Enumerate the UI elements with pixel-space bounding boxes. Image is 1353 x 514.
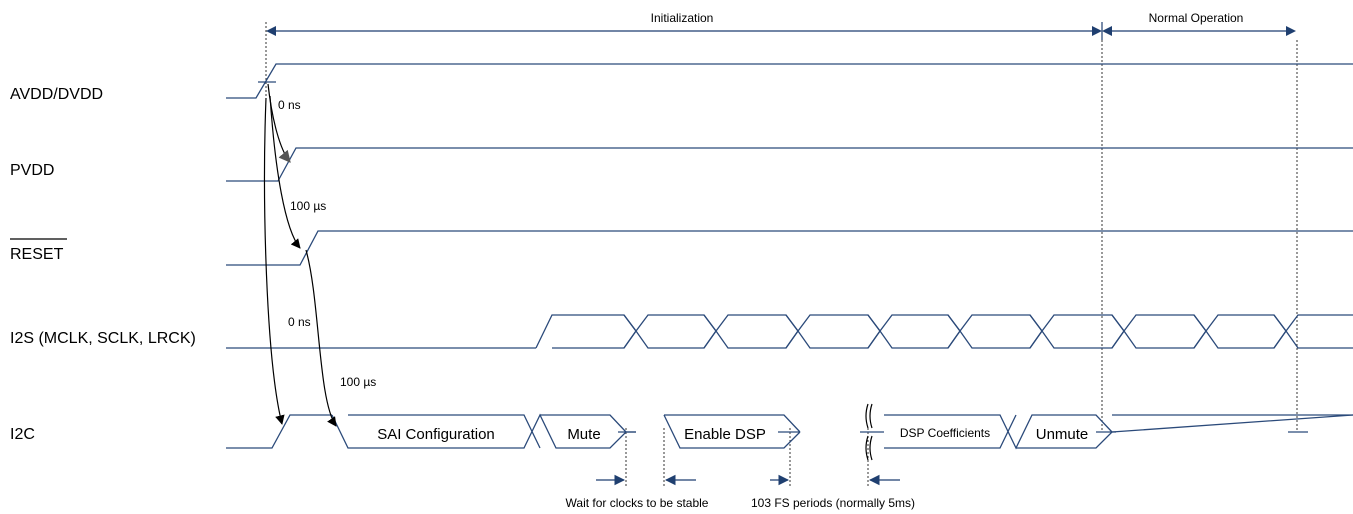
normal-operation-label: Normal Operation — [1149, 11, 1244, 25]
signal-label-pvdd: PVDD — [10, 162, 54, 179]
delay-label-pvdd-to-reset: 100 µs — [290, 199, 326, 213]
i2c-idle-rise — [226, 414, 332, 449]
dep-arrow-reset-to-i2c — [305, 249, 337, 427]
dep-arrow-avdd-to-pvdd — [267, 83, 291, 163]
i2c-waveform — [226, 403, 1353, 461]
i2s-waveform — [226, 314, 1353, 349]
avdd-dvdd-waveform — [226, 63, 1353, 99]
i2c-bus-edge — [348, 414, 541, 449]
i2s-cycle — [1273, 314, 1353, 349]
dep-arrow-pvdd-to-reset — [269, 95, 301, 249]
i2c-label-sai-config: SAI Configuration — [377, 426, 495, 443]
time-markers — [265, 22, 1298, 486]
delay-label-reset-to-i2c: 100 µs — [340, 375, 376, 389]
signal-label-reset: RESET — [10, 246, 64, 263]
i2c-label-dsp-coefficients: DSP Coefficients — [900, 426, 990, 440]
i2c-bus-low — [331, 413, 636, 449]
arrowhead-right — [1092, 26, 1102, 36]
signal-label-i2s: I2S (MCLK, SCLK, LRCK) — [10, 330, 196, 347]
i2c-mute-top — [540, 414, 627, 433]
arrowhead-left — [266, 26, 276, 36]
delay-label-avdd-to-i2c: 0 ns — [288, 315, 311, 329]
note-wait-clocks: Wait for clocks to be stable — [566, 496, 709, 510]
i2s-cycle — [1029, 314, 1125, 349]
arrowhead-right — [1286, 26, 1296, 36]
signal-label-i2c: I2C — [10, 426, 35, 443]
i2c-dsp-coeff-top — [884, 414, 1113, 450]
i2s-cycle — [1111, 314, 1207, 349]
i2c-enable-dsp-box — [663, 414, 801, 449]
note-fs-periods: 103 FS periods (normally 5ms) — [751, 496, 915, 510]
phase-bar: Initialization Normal Operation — [266, 11, 1296, 40]
i2s-cycle — [623, 314, 717, 349]
dep-arrow-avdd-to-i2c — [263, 97, 285, 425]
arrowhead-left — [1102, 26, 1112, 36]
time-break-icon — [865, 403, 873, 461]
i2s-cycle — [535, 314, 637, 349]
i2s-cycle — [867, 314, 961, 349]
initialization-label: Initialization — [651, 11, 714, 25]
i2c-label-mute: Mute — [567, 426, 600, 443]
delay-label-avdd-to-pvdd: 0 ns — [278, 98, 301, 112]
i2s-cycle — [1193, 314, 1287, 349]
i2s-cycle — [703, 314, 799, 349]
i2c-label-unmute: Unmute — [1036, 426, 1089, 443]
i2s-cycle — [947, 314, 1043, 349]
reset-waveform — [226, 230, 1353, 266]
signal-label-avdd-dvdd: AVDD/DVDD — [10, 86, 103, 103]
i2c-dsp-coeff-bottom — [884, 414, 1353, 449]
i2s-cycle — [785, 314, 881, 349]
i2c-label-enable-dsp: Enable DSP — [684, 426, 766, 443]
pvdd-waveform — [226, 147, 1353, 182]
